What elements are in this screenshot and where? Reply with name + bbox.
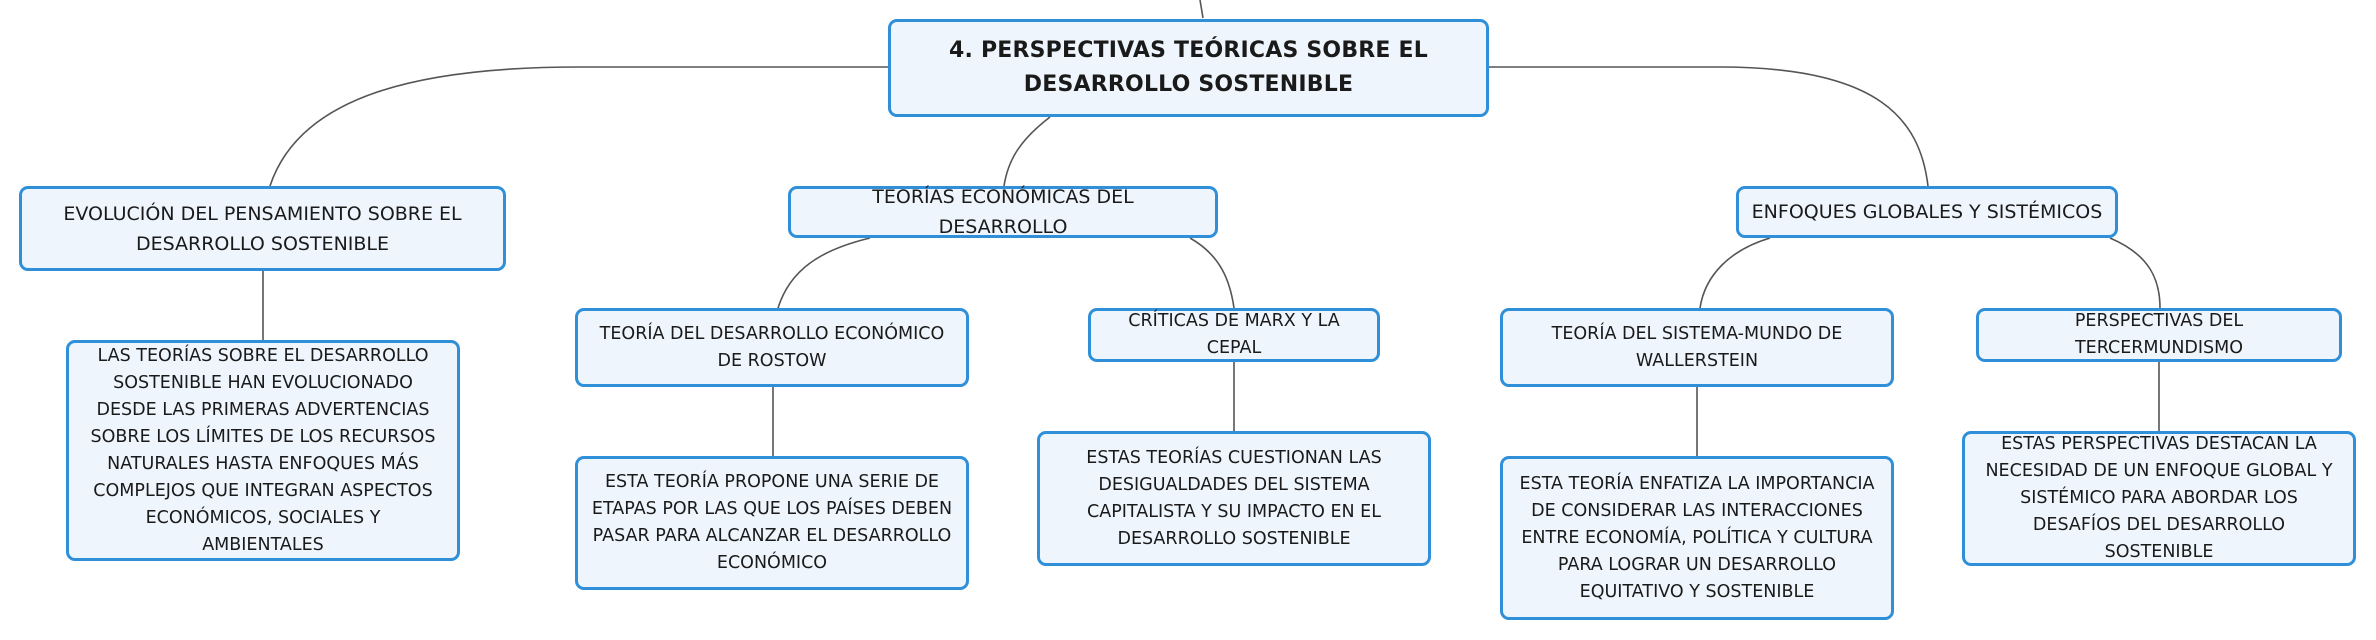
root-label: 4. PERSPECTIVAS TEÓRICAS SOBRE EL DESARR… (949, 38, 1428, 97)
connector-branch-3-to-child-1 (1699, 237, 1771, 309)
connector-root-to-branch-1 (269, 66, 890, 187)
connector-branch-2-to-child-1 (777, 237, 871, 309)
connector-root-to-branch-3 (1487, 66, 1929, 187)
detail-text: ESTAS TEORÍAS CUESTIONAN LAS DESIGUALDAD… (1086, 447, 1382, 549)
child-label: PERSPECTIVAS DEL TERCERMUNDISMO (2074, 311, 2244, 358)
child-node-tercermundismo[interactable]: PERSPECTIVAS DEL TERCERMUNDISMO (1976, 308, 2342, 362)
detail-text: ESTAS PERSPECTIVAS DESTACAN LA NECESIDAD… (1985, 434, 2333, 562)
child-label: TEORÍA DEL SISTEMA-MUNDO DE WALLERSTEIN (1551, 323, 1843, 371)
child-node-marx-cepal[interactable]: CRÍTICAS DE MARX Y LA CEPAL (1088, 308, 1380, 362)
connector-branch-3-to-child-2 (2109, 237, 2161, 309)
detail-node-rostow[interactable]: ESTA TEORÍA PROPONE UNA SERIE DE ETAPAS … (575, 456, 969, 590)
detail-node-wallerstein[interactable]: ESTA TEORÍA ENFATIZA LA IMPORTANCIA DE C… (1500, 456, 1894, 620)
connector-branch-2-to-child-2 (1189, 237, 1235, 309)
detail-text: ESTA TEORÍA PROPONE UNA SERIE DE ETAPAS … (591, 472, 953, 573)
connector-incoming (1199, 0, 1204, 19)
branch-label: TEORÍAS ECONÓMICAS DEL DESARROLLO (872, 186, 1134, 238)
branch-node-evolucion[interactable]: EVOLUCIÓN DEL PENSAMIENTO SOBRE EL DESAR… (19, 186, 506, 271)
child-node-wallerstein[interactable]: TEORÍA DEL SISTEMA-MUNDO DE WALLERSTEIN (1500, 308, 1894, 387)
branch-label: ENFOQUES GLOBALES Y SISTÉMICOS (1751, 201, 2103, 223)
detail-node-tercermundismo[interactable]: ESTAS PERSPECTIVAS DESTACAN LA NECESIDAD… (1962, 431, 2356, 566)
detail-node-evolucion[interactable]: LAS TEORÍAS SOBRE EL DESARROLLO SOSTENIB… (66, 340, 460, 561)
branch-node-teorias-economicas[interactable]: TEORÍAS ECONÓMICAS DEL DESARROLLO (788, 186, 1218, 238)
detail-text: LAS TEORÍAS SOBRE EL DESARROLLO SOSTENIB… (90, 345, 436, 555)
branch-node-enfoques-globales[interactable]: ENFOQUES GLOBALES Y SISTÉMICOS (1736, 186, 2118, 238)
child-node-rostow[interactable]: TEORÍA DEL DESARROLLO ECONÓMICO DE ROSTO… (575, 308, 969, 387)
child-label: CRÍTICAS DE MARX Y LA CEPAL (1128, 311, 1340, 358)
connector-root-to-branch-2 (1003, 116, 1051, 187)
root-node[interactable]: 4. PERSPECTIVAS TEÓRICAS SOBRE EL DESARR… (888, 19, 1489, 117)
detail-node-marx-cepal[interactable]: ESTAS TEORÍAS CUESTIONAN LAS DESIGUALDAD… (1037, 431, 1431, 566)
child-label: TEORÍA DEL DESARROLLO ECONÓMICO DE ROSTO… (599, 323, 945, 371)
branch-label: EVOLUCIÓN DEL PENSAMIENTO SOBRE EL DESAR… (63, 202, 462, 255)
detail-text: ESTA TEORÍA ENFATIZA LA IMPORTANCIA DE C… (1519, 473, 1875, 602)
